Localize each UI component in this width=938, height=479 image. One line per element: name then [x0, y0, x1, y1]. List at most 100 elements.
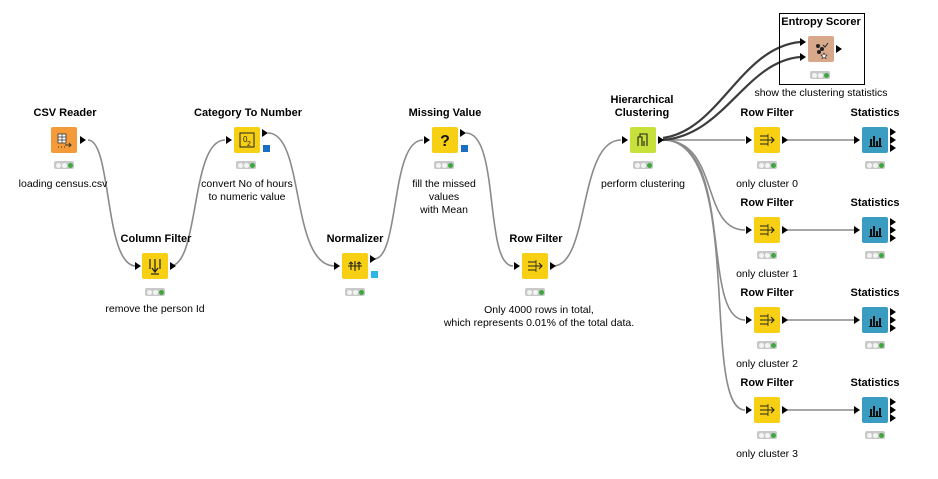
- statistics-icon[interactable]: [862, 307, 888, 333]
- node-comment: fill the missed values with Mean: [412, 178, 476, 216]
- model-port[interactable]: [371, 271, 378, 278]
- row-filter-icon[interactable]: [754, 217, 780, 243]
- output-port[interactable]: [658, 136, 664, 144]
- input-port[interactable]: [854, 226, 860, 234]
- output-port[interactable]: [370, 255, 376, 263]
- connection-columnfilter-to-cat2num: [169, 139, 226, 267]
- input-port[interactable]: [854, 136, 860, 144]
- output-port[interactable]: [890, 128, 896, 136]
- input-port[interactable]: [622, 136, 628, 144]
- svg-text:2: 2: [247, 141, 251, 148]
- statistics-icon[interactable]: [862, 397, 888, 423]
- node-title: Row Filter: [740, 107, 794, 119]
- input-port[interactable]: [854, 406, 860, 414]
- status-lights: [236, 161, 256, 169]
- output-port[interactable]: [890, 316, 896, 324]
- normalizer-icon[interactable]: [342, 253, 368, 279]
- connection-clustering-to-scorer-b: [662, 55, 801, 142]
- statistics-icon[interactable]: [862, 217, 888, 243]
- node-title: Row Filter: [740, 197, 794, 209]
- output-port[interactable]: [890, 398, 896, 406]
- status-lights: [757, 431, 777, 439]
- output-port[interactable]: [782, 226, 788, 234]
- input-port[interactable]: [746, 226, 752, 234]
- statistics-icon[interactable]: [862, 127, 888, 153]
- row-filter-icon[interactable]: [754, 397, 780, 423]
- connection-missing-to-rowfilter: [465, 132, 514, 267]
- input-port[interactable]: [800, 38, 806, 46]
- scorer-icon[interactable]: [808, 36, 834, 62]
- node-title: Row Filter: [740, 377, 794, 389]
- node-title: CSV Reader: [33, 107, 97, 119]
- output-port[interactable]: [890, 136, 896, 144]
- input-port[interactable]: [226, 136, 232, 144]
- output-port[interactable]: [890, 324, 896, 332]
- output-port[interactable]: [170, 262, 176, 270]
- selection-box: [779, 13, 865, 85]
- output-port[interactable]: [550, 262, 556, 270]
- output-port[interactable]: [890, 308, 896, 316]
- status-lights: [865, 161, 885, 169]
- output-port[interactable]: [890, 226, 896, 234]
- node-title: Row Filter: [509, 233, 563, 245]
- status-lights: [525, 288, 545, 296]
- status-lights: [145, 288, 165, 296]
- node-title: Statistics: [850, 107, 900, 119]
- output-port[interactable]: [460, 129, 466, 137]
- output-port[interactable]: [836, 45, 842, 53]
- input-port[interactable]: [334, 262, 340, 270]
- output-port[interactable]: [890, 144, 896, 152]
- node-comment: show the clustering statistics: [754, 87, 888, 99]
- node-comment: Only 4000 rows in total, which represent…: [443, 304, 635, 329]
- output-port[interactable]: [890, 406, 896, 414]
- dendrogram-icon[interactable]: [630, 127, 656, 153]
- input-port[interactable]: [424, 136, 430, 144]
- row-filter-icon[interactable]: [754, 127, 780, 153]
- connection-cat2num-to-normalizer: [267, 132, 336, 267]
- node-title: Column Filter: [120, 233, 192, 245]
- output-port[interactable]: [262, 129, 268, 137]
- status-lights: [865, 341, 885, 349]
- input-port[interactable]: [854, 316, 860, 324]
- output-port[interactable]: [890, 234, 896, 242]
- node-title: Entropy Scorer: [781, 16, 861, 28]
- input-port[interactable]: [746, 406, 752, 414]
- node-title: Category To Number: [194, 107, 302, 119]
- column-filter-icon[interactable]: [142, 253, 168, 279]
- output-port[interactable]: [890, 218, 896, 226]
- input-port[interactable]: [746, 316, 752, 324]
- output-port[interactable]: [80, 136, 86, 144]
- row-filter-icon[interactable]: [522, 253, 548, 279]
- model-port[interactable]: [461, 145, 468, 152]
- connection-csv-to-columnfilter: [87, 139, 137, 267]
- table-reader-icon[interactable]: [51, 127, 77, 153]
- output-port[interactable]: [782, 406, 788, 414]
- status-lights: [757, 341, 777, 349]
- status-lights: [757, 161, 777, 169]
- status-lights: [865, 431, 885, 439]
- input-port[interactable]: [800, 53, 806, 61]
- node-comment: convert No of hours to numeric value: [201, 178, 293, 203]
- row-filter-icon[interactable]: [754, 307, 780, 333]
- output-port[interactable]: [782, 136, 788, 144]
- node-comment: remove the person Id: [105, 303, 205, 315]
- output-port[interactable]: [890, 414, 896, 422]
- input-port[interactable]: [746, 136, 752, 144]
- model-port[interactable]: [263, 145, 270, 152]
- question-mark-icon[interactable]: ?: [432, 127, 458, 153]
- node-title: Statistics: [850, 287, 900, 299]
- input-port[interactable]: [135, 262, 141, 270]
- node-title: Missing Value: [408, 107, 482, 119]
- input-port[interactable]: [514, 262, 520, 270]
- node-comment: only cluster 0: [736, 178, 798, 190]
- status-lights: [757, 251, 777, 259]
- status-lights: [434, 161, 454, 169]
- status-lights: [633, 161, 653, 169]
- svg-text:0: 0: [243, 135, 248, 144]
- connection-rowfilter-to-clustering: [552, 139, 622, 267]
- output-port[interactable]: [782, 316, 788, 324]
- node-comment: perform clustering: [600, 178, 686, 190]
- status-lights: [810, 71, 830, 79]
